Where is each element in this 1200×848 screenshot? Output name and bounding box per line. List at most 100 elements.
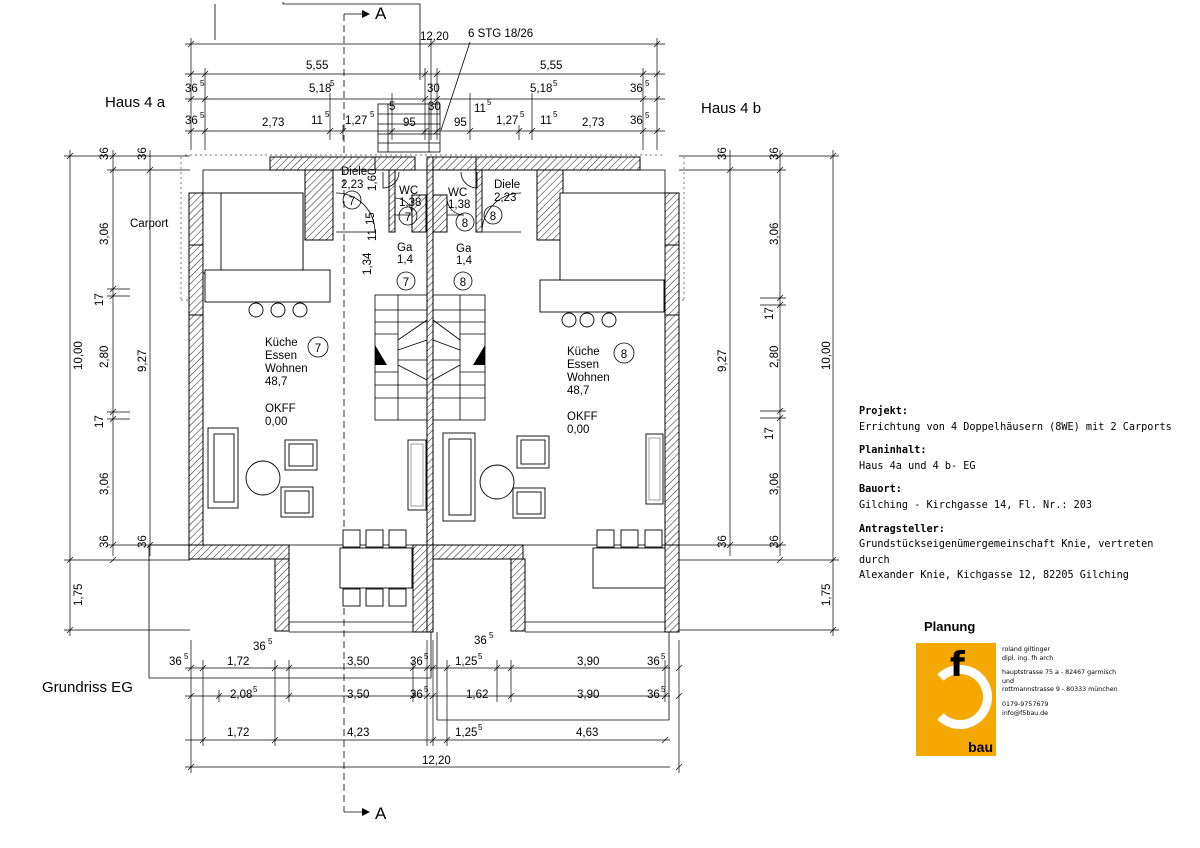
- planner-phone: 0179-9757679: [1002, 700, 1049, 708]
- dim-left-280: 2,80: [99, 346, 111, 368]
- f5bau-logo: f bau: [916, 643, 996, 756]
- planung-heading: Planung: [924, 619, 976, 634]
- dim-right-17b: 17: [764, 427, 776, 440]
- room-kitchen-a-l2: Essen: [265, 350, 297, 362]
- dim-b-390b: 3,90: [577, 689, 599, 701]
- projekt-label: Projekt:: [859, 406, 909, 417]
- sup5-b: 5: [200, 111, 205, 120]
- room-ga-a-area: 1,4: [397, 254, 414, 266]
- room-ga-b-name: Ga: [456, 243, 472, 255]
- dim-b-125b: 1,25: [455, 727, 477, 739]
- room-diele-a-name: Diele: [341, 166, 367, 178]
- svg-text:8: 8: [621, 349, 627, 361]
- section-line-a: [343, 10, 370, 816]
- planner-name: roland giltinger: [1002, 646, 1051, 653]
- sup5-b2: 5: [268, 637, 273, 646]
- furniture: [202, 192, 666, 607]
- sup5-g: 5: [325, 110, 330, 119]
- planner-contact: roland giltinger dipl. ing. fh arch haup…: [1002, 646, 1118, 718]
- svg-text:8: 8: [460, 277, 466, 289]
- sup5-b5: 5: [661, 652, 666, 661]
- sup5-e: 5: [330, 79, 335, 88]
- carport-label: Carport: [130, 218, 169, 230]
- entrance-canopy: [282, 2, 421, 80]
- dim-top-left-555: 5,55: [306, 60, 328, 72]
- dim-b-125a: 1,25: [455, 656, 477, 668]
- room-wc-a-name: WC: [399, 185, 418, 197]
- room-ga-b-area: 1,4: [456, 255, 473, 267]
- sup5-b6: 5: [424, 685, 429, 694]
- svg-text:8: 8: [462, 218, 468, 230]
- dim-right-36c: 36: [717, 535, 729, 548]
- right-dimension-chains: 10,00 1,75 3,06 2,80 3,06 17 17 9,27 36 …: [679, 147, 839, 636]
- dim-left-36c: 36: [99, 535, 111, 548]
- sup5-b3: 5: [424, 652, 429, 661]
- dim-right-36b: 36: [769, 147, 781, 160]
- dim-273-left: 2,73: [262, 117, 284, 129]
- dim-11-int: 11: [367, 229, 379, 241]
- room-labels: Diele 2,23 Diele 2,23 WC 1,38 WC 1,38 Ga…: [130, 166, 610, 436]
- dim-left-36b: 36: [137, 147, 149, 160]
- left-dimension-chains: 10,00 1,75 3,06 2,80 3,06 17 17 9,27 36 …: [64, 147, 190, 636]
- dim-right-306a: 3,06: [769, 223, 781, 245]
- stair-label: 6 STG 18/26: [468, 28, 533, 40]
- dim-left-36a: 36: [99, 147, 111, 160]
- dim-36-tr2: 36: [630, 115, 643, 127]
- sup5-b1: 5: [184, 652, 189, 661]
- carport-outline: [180, 157, 685, 301]
- dim-top-right-518: 5,18: [530, 83, 552, 95]
- room-diele-b-area: 2,23: [494, 192, 516, 204]
- planner-degree: dipl. ing. fh arch: [1002, 654, 1054, 662]
- sup5-b9: 5: [478, 723, 483, 732]
- svg-text:7: 7: [349, 196, 355, 208]
- dim-left-175: 1,75: [73, 584, 85, 606]
- sup5-j: 5: [520, 110, 525, 119]
- room-diele-a-area: 2,23: [341, 179, 363, 191]
- marker-kitchen-b: 8: [613, 342, 635, 364]
- svg-text:8: 8: [490, 211, 496, 223]
- dim-30: 30: [427, 83, 440, 95]
- dim-b-350b: 3,50: [347, 689, 369, 701]
- room-kitchen-a-okff: OKFF: [265, 403, 296, 415]
- sup5-a: 5: [200, 79, 205, 88]
- antragsteller-label: Antragsteller:: [859, 523, 945, 535]
- dim-right-1000: 10,00: [821, 341, 833, 370]
- stairs: [374, 103, 486, 421]
- room-diele-b-name: Diele: [494, 179, 520, 191]
- dim-left-36d: 36: [137, 535, 149, 548]
- marker-wc-a: 7: [398, 206, 418, 226]
- dim-b-172a: 1,72: [227, 656, 249, 668]
- room-wc-b-name: WC: [448, 187, 467, 199]
- dim-right-306b: 3,06: [769, 473, 781, 495]
- dim-b-36b: 36: [253, 641, 266, 653]
- dim-right-36a: 36: [717, 147, 729, 160]
- sup5-i: 5: [370, 110, 375, 119]
- dim-left-17a: 17: [94, 293, 106, 306]
- dim-b-162: 1,62: [466, 689, 488, 701]
- sup5-c: 5: [645, 79, 650, 88]
- planner-addr2: rottmannstrasse 9 - 80333 münchen: [1002, 686, 1118, 694]
- sup5-b10: 5: [253, 685, 258, 694]
- title-block: Projekt: Errichtung von 4 Doppelhäusern …: [859, 404, 1179, 584]
- sup5-h: 5: [553, 110, 558, 119]
- dim-left-17b: 17: [94, 415, 106, 428]
- sup5-b8: 5: [478, 652, 483, 661]
- dim-b-172b: 1,72: [227, 727, 249, 739]
- marker-diele-a: 7: [342, 190, 362, 210]
- svg-text:7: 7: [405, 212, 411, 224]
- dim-b-total: 12,20: [422, 755, 451, 767]
- dim-left-927: 9,27: [137, 350, 149, 372]
- dim-left-1000: 10,00: [73, 341, 85, 370]
- planner-and: und: [1002, 677, 1014, 685]
- dim-b-36g: 36: [647, 689, 660, 701]
- section-mark-top: A: [375, 4, 387, 23]
- room-kitchen-b-l1: Küche: [567, 346, 600, 358]
- antragsteller-line2: Alexander Knie, Kichgasse 12, 82205 Gilc…: [859, 570, 1129, 582]
- dim-36-tr1: 36: [630, 83, 643, 95]
- dim-right-17a: 17: [764, 307, 776, 320]
- dim-273-right: 2,73: [582, 117, 604, 129]
- marker-ga-b: 8: [453, 271, 473, 291]
- dim-b-390a: 3,90: [577, 656, 599, 668]
- room-kitchen-b-level: 0,00: [567, 424, 589, 436]
- dim-b-423: 4,23: [347, 727, 369, 739]
